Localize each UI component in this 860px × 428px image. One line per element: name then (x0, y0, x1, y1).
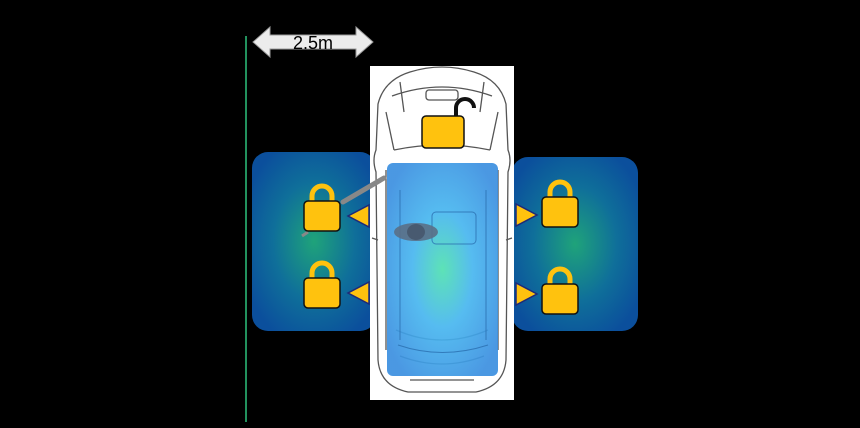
triangle-arrow-icon (346, 280, 370, 306)
unlocked-padlock-icon (421, 97, 476, 149)
locked-padlock-icon (303, 260, 341, 309)
key-fob-icon (394, 223, 438, 241)
triangle-arrow-icon (515, 281, 539, 307)
locked-padlock-icon (541, 266, 579, 315)
triangle-arrow-icon (515, 202, 539, 228)
left-mirror (340, 175, 387, 205)
left-detection-zone (252, 152, 376, 331)
cabin-detection-area (387, 163, 498, 376)
car-top-view (371, 66, 513, 393)
triangle-arrow-icon (346, 203, 370, 229)
distance-label: 2.5m (293, 33, 333, 53)
double-arrow-icon (252, 25, 374, 59)
locked-padlock-icon (541, 179, 579, 228)
locked-padlock-icon (303, 183, 341, 232)
